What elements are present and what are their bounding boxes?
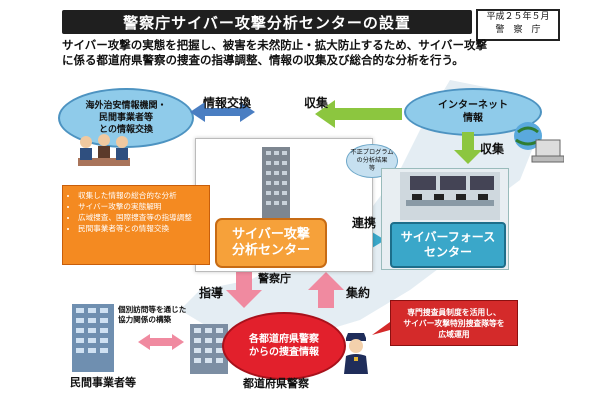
guide-arrow xyxy=(226,272,262,308)
ellipse-line: インターネット xyxy=(438,100,508,111)
ellipse-line: との情報交換 xyxy=(99,125,153,135)
coop-line: 個別訪問等を通じた xyxy=(118,305,187,314)
office-building-icon xyxy=(262,147,290,223)
intro-line-2: に係る都道府県警察の捜査の指導調整、情報の収集及び総合的な分析を行う。 xyxy=(62,53,464,67)
bubble-line: 等 xyxy=(368,165,376,172)
ellipse-line: からの捜査情報 xyxy=(249,347,319,358)
ellipse-line: 民間事業者等 xyxy=(98,113,153,123)
police-officer-icon xyxy=(344,333,368,374)
ellipse-line: 海外治安情報機関・ xyxy=(85,101,167,111)
cyberforce-line: センター xyxy=(423,245,472,259)
bubble-line: の分析結果 xyxy=(356,157,388,164)
malware-analysis-bubble: 不正プログラム の分析結果 等 xyxy=(346,144,398,178)
coop-line: 協力関係の構築 xyxy=(118,315,172,324)
info-exchange-label: 情報交換 xyxy=(203,96,252,110)
note-line: 専門捜査員制度を活用し、 xyxy=(407,307,501,317)
special-investigation-note: 専門捜査員制度を活用し、 サイバー攻撃特別捜査隊等を 広域運用 xyxy=(390,300,518,346)
info-exchange-arrow xyxy=(190,102,255,122)
gather-label: 集約 xyxy=(346,286,371,300)
guide-label: 指導 xyxy=(199,286,224,300)
npa-label: 警察庁 xyxy=(258,272,291,285)
center-line: 分析センター xyxy=(231,243,310,258)
overseas-info-ellipse: 海外治安情報機関・ 民間事業者等 との情報交換 xyxy=(58,88,194,148)
operations-room-photo xyxy=(400,172,500,220)
globe-computer-icon xyxy=(514,122,564,163)
ellipse-line: 情報 xyxy=(463,113,483,124)
cyberforce-center-box: サイバーフォース センター xyxy=(390,222,506,268)
intro-line-1: サイバー攻撃の実態を把握し、被害を未然防止・拡大防止するため、サイバー攻撃 xyxy=(62,38,488,52)
note-line: サイバー攻撃特別捜査隊等を xyxy=(403,318,505,328)
meeting-people-icon xyxy=(78,134,130,166)
function-item: サイバー攻撃の実態解明 xyxy=(78,201,205,212)
date-box: 平成２５年５月 警 察 庁 xyxy=(476,9,560,41)
function-item: 収集した情報の総合的な分析 xyxy=(78,190,205,201)
collect-right-arrow xyxy=(454,132,482,164)
agency-line: 警 察 庁 xyxy=(495,25,541,35)
bubble-line: 不正プログラム xyxy=(350,149,394,156)
prefectural-police-building-icon xyxy=(190,324,228,374)
private-sector-label: 民間事業者等 xyxy=(70,376,136,389)
note-line: 広域運用 xyxy=(438,329,470,339)
center-line: サイバー攻撃 xyxy=(232,227,310,242)
coop-arrow xyxy=(138,334,184,350)
note-pointer xyxy=(372,322,390,335)
intro-text: サイバー攻撃の実態を把握し、被害を未然防止・拡大防止するため、サイバー攻撃 に係… xyxy=(62,38,572,68)
function-item: 民間事業者等との情報交換 xyxy=(78,223,205,234)
prefectural-info-ellipse: 各都道府県警察 からの捜査情報 xyxy=(222,312,346,380)
collect-top-label: 収集 xyxy=(304,96,329,110)
cyber-analysis-center-box: サイバー攻撃 分析センター xyxy=(215,218,327,268)
prefectural-police-label: 都道府県警察 xyxy=(243,377,309,390)
gather-arrow xyxy=(308,272,344,308)
ellipse-line: 各都道府県警察 xyxy=(249,334,319,345)
private-building-icon xyxy=(72,304,114,372)
center-functions-list: 収集した情報の総合的な分析 サイバー攻撃の実態解明 広域捜査、国際捜査等の指導調… xyxy=(62,185,210,265)
coop-relationship-label: 個別訪問等を通じた 協力関係の構築 xyxy=(118,305,198,325)
collect-top-arrow xyxy=(315,100,402,128)
cyberforce-line: サイバーフォース xyxy=(400,230,496,244)
cooperate-label: 連携 xyxy=(352,216,377,230)
date-line: 平成２５年５月 xyxy=(486,12,550,22)
page-title: 警察庁サイバー攻撃分析センターの設置 xyxy=(62,10,472,34)
collect-right-label: 収集 xyxy=(480,142,505,156)
function-item: 広域捜査、国際捜査等の指導調整 xyxy=(78,212,205,223)
